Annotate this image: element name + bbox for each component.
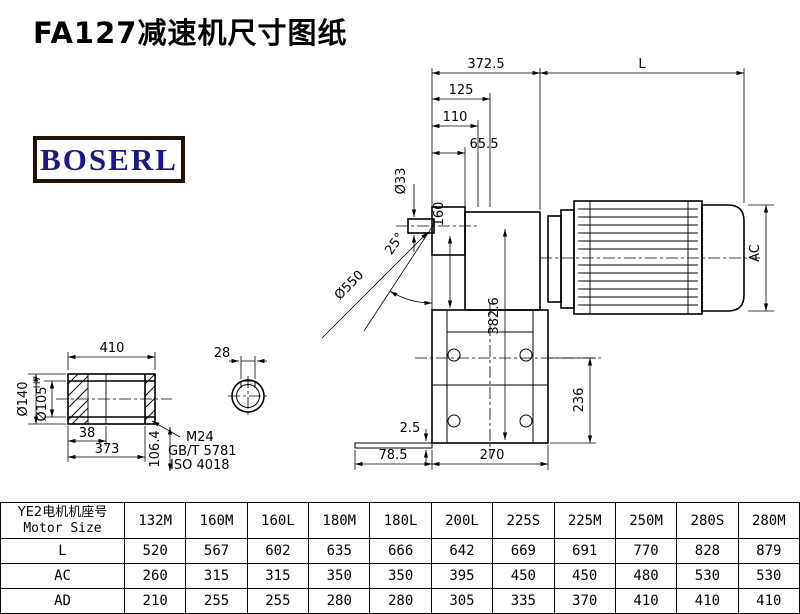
column-header: 280M [737,502,800,539]
table-cell: 280 [369,588,432,614]
table-cell: 315 [185,563,248,589]
table-cell: 315 [246,563,310,589]
table-cell: 210 [123,588,187,614]
dim-382-6: 382.6 [487,297,502,334]
column-header: 200L [430,502,494,539]
dim-angle-25: 25° [382,230,408,257]
dim-236: 236 [572,388,587,413]
label-iso-standard: ISO 4018 [170,458,230,473]
table-cell: 450 [492,563,555,589]
table-row-L: L 520 567 602 635 666 642 669 691 770 82… [0,538,800,564]
table-cell: 770 [614,538,678,564]
dim-2-5: 2.5 [400,421,421,436]
table-header-en: Motor Size [23,521,102,536]
table-cell: 480 [614,563,678,589]
dim-tol-H7: H7 [33,376,43,389]
table-header-row: YE2电机机座号 Motor Size 132M 160M 160L 180M … [0,502,800,539]
table-cell: 350 [369,563,432,589]
table-cell: 879 [737,538,800,564]
table-cell: 255 [246,588,310,614]
table-cell: 410 [676,588,739,614]
dim-373: 373 [95,442,120,457]
row-label: AC [0,563,125,589]
table-cell: 410 [614,588,678,614]
table-cell: 370 [553,588,616,614]
table-cell: 530 [737,563,800,589]
dim-38: 38 [79,426,96,441]
label-m24: M24 [186,430,214,445]
dim-125: 125 [449,83,474,98]
table-cell: 642 [430,538,494,564]
dim-dia-140: Ø140 [16,381,31,416]
boserl-logo-box: BOSERL [33,136,185,183]
dim-28: 28 [214,346,231,361]
table-cell: 450 [553,563,616,589]
motor-size-table: YE2电机机座号 Motor Size 132M 160M 160L 180M … [0,502,800,614]
table-cell: 520 [123,538,187,564]
motor-view [540,200,760,315]
column-header: 160L [246,502,310,539]
dimension-labels: 372.5 L 125 110 65.5 Ø33 160 25° Ø550 38… [16,57,763,473]
table-header-cn: YE2电机机座号 [17,505,108,520]
column-header: 132M [123,502,187,539]
dim-270: 270 [480,448,505,463]
table-cell: 669 [492,538,555,564]
table-cell: 255 [185,588,248,614]
table-cell: 350 [308,563,371,589]
table-cell: 530 [676,563,739,589]
dim-110: 110 [443,110,468,125]
dimension-lines [321,68,774,470]
table-cell: 410 [737,588,800,614]
row-label: L [0,538,125,564]
table-cell: 305 [430,588,494,614]
dim-78-5: 78.5 [379,448,408,463]
shaft-section-view [228,376,268,416]
dim-372-5: 372.5 [467,57,504,72]
table-corner-header: YE2电机机座号 Motor Size [0,502,125,539]
column-header: 160M [185,502,248,539]
column-header: 225S [492,502,555,539]
dim-410: 410 [100,341,125,356]
table-cell: 260 [123,563,187,589]
table-cell: 602 [246,538,310,564]
shaft-dimension-lines [28,352,267,471]
table-cell: 567 [185,538,248,564]
boserl-logo-text: BOSERL [40,141,178,177]
table-row-AC: AC 260 315 315 350 350 395 450 450 480 5… [0,563,800,589]
table-cell: 828 [676,538,739,564]
dim-dia-105: Ø105 [35,386,50,421]
dim-motor-dia-AC: AC [748,244,763,262]
table-cell: 691 [553,538,616,564]
column-header: 180L [369,502,432,539]
table-cell: 635 [308,538,371,564]
dim-motor-length-L: L [638,57,646,72]
table-cell: 335 [492,588,555,614]
table-cell: 395 [430,563,494,589]
dim-65-5: 65.5 [470,137,499,152]
table-row-AD: AD 210 255 255 280 280 305 335 370 410 4… [0,588,800,614]
dim-160: 160 [432,202,447,227]
row-label: AD [0,588,125,614]
column-header: 180M [308,502,371,539]
column-header: 280S [676,502,739,539]
dim-shaft-dia-33: Ø33 [394,168,409,195]
table-cell: 666 [369,538,432,564]
table-cell: 280 [308,588,371,614]
dim-106-4: 106.4 [148,430,163,467]
technical-drawing: 372.5 L 125 110 65.5 Ø33 160 25° Ø550 38… [16,57,774,473]
page-title: FA127减速机尺寸图纸 [33,16,348,50]
label-gb-standard: GB/T 5781 [168,444,237,459]
column-header: 250M [614,502,678,539]
output-shaft-detail [56,373,172,425]
column-header: 225M [553,502,616,539]
